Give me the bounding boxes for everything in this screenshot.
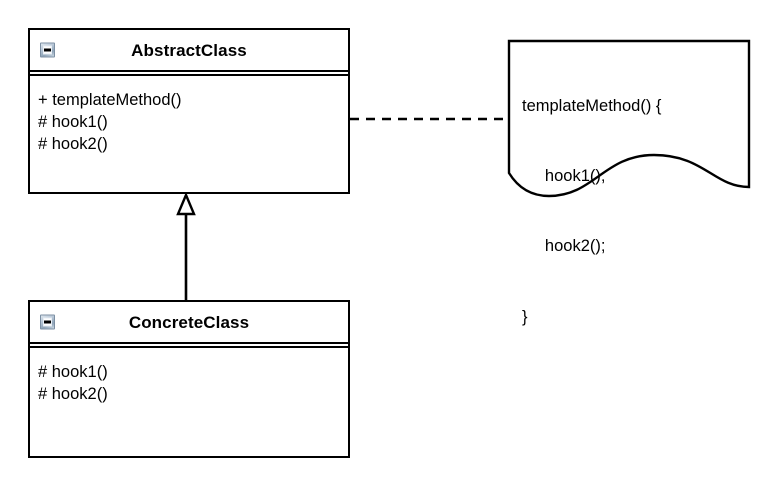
note-line: }	[522, 307, 528, 326]
note-line: templateMethod() {	[522, 96, 662, 115]
minus-glyph	[44, 320, 51, 324]
note-line: hook2();	[522, 237, 606, 256]
hollow-triangle-arrowhead	[176, 191, 196, 216]
minus-collapse-icon[interactable]	[40, 314, 55, 330]
note-anchor-connector	[350, 112, 510, 126]
members-compartment-abstract-class: + templateMethod() # hook1() # hook2()	[30, 76, 348, 156]
class-header-abstract-class: AbstractClass	[30, 30, 348, 70]
note-shape	[507, 39, 751, 198]
class-member: # hook1()	[38, 363, 108, 381]
minus-glyph	[44, 48, 51, 52]
minus-collapse-icon[interactable]	[40, 42, 55, 58]
note-line: hook1();	[522, 167, 606, 186]
class-member: # hook2()	[38, 384, 108, 403]
compartment-divider	[30, 70, 348, 76]
note-outline	[507, 39, 751, 198]
note-body: templateMethod() { hook1(); hook2(); }	[522, 48, 661, 376]
class-box-abstract-class[interactable]: AbstractClass + templateMethod() # hook1…	[28, 28, 350, 194]
members-compartment-concrete-class: # hook1() # hook2()	[30, 348, 348, 406]
collapse-icon-inner	[43, 317, 52, 327]
class-box-concrete-class[interactable]: ConcreteClass # hook1() # hook2()	[28, 300, 350, 458]
class-member: # hook2()	[38, 134, 108, 153]
class-member: # hook1()	[38, 112, 108, 131]
note-template-method[interactable]: templateMethod() { hook1(); hook2(); }	[507, 39, 751, 326]
collapse-icon-inner	[43, 45, 52, 55]
class-name-abstract-class: AbstractClass	[131, 40, 247, 60]
generalization-connector	[168, 191, 204, 304]
class-header-concrete-class: ConcreteClass	[30, 302, 348, 342]
compartment-divider	[30, 342, 348, 348]
class-member: + templateMethod()	[38, 91, 182, 109]
class-name-concrete-class: ConcreteClass	[128, 312, 250, 332]
